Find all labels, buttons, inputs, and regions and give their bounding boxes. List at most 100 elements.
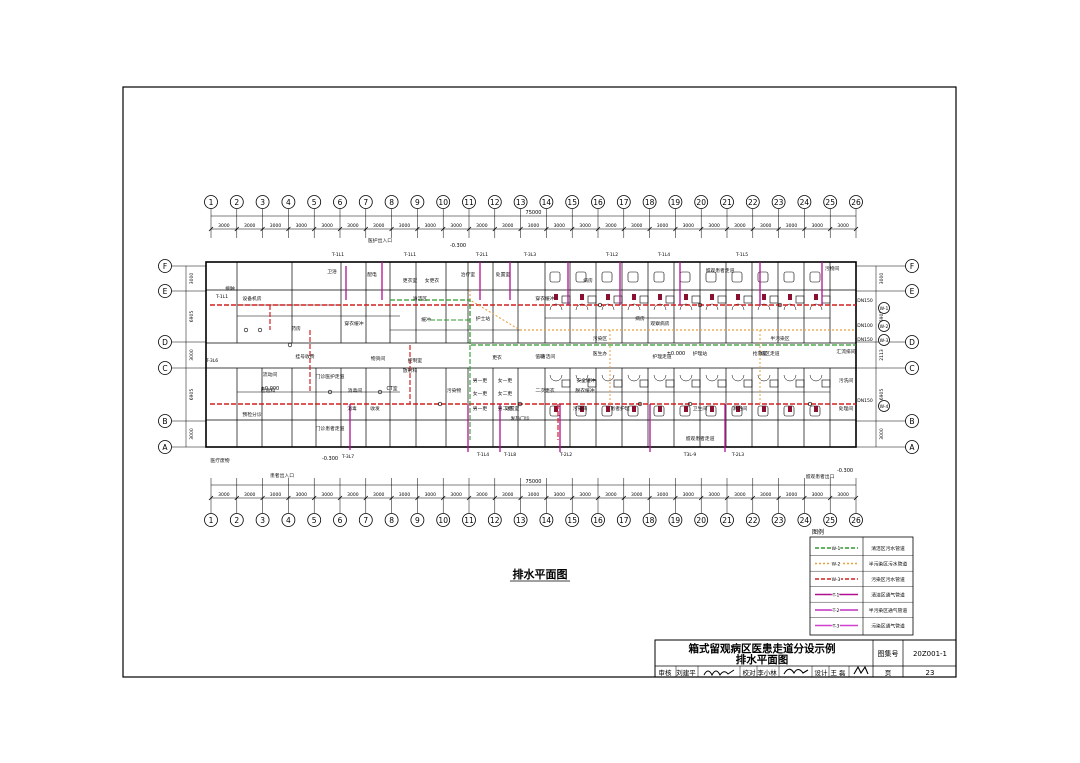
axis-bubble bbox=[158, 414, 172, 428]
bay-dim: 3000 bbox=[425, 223, 437, 229]
side-dim: 3000 bbox=[189, 428, 195, 440]
door-swing bbox=[601, 374, 615, 382]
axis-label: 16 bbox=[593, 198, 603, 207]
dim-tick bbox=[311, 226, 317, 232]
axis-bubble bbox=[229, 513, 244, 527]
side-dim: 6905 bbox=[879, 389, 885, 401]
axis-bubble bbox=[204, 195, 218, 209]
axis-bubble bbox=[307, 513, 322, 527]
drain-fixture bbox=[554, 406, 558, 412]
room-label: 清洁区 bbox=[413, 295, 428, 302]
door-swing bbox=[549, 303, 563, 311]
door-swing bbox=[627, 374, 641, 382]
total-dim-label: 75000 bbox=[526, 479, 542, 485]
axis-label: 18 bbox=[645, 198, 655, 207]
bay-dim: 3000 bbox=[373, 223, 385, 229]
pipe-tag: T-1L4 bbox=[657, 252, 670, 258]
bay-dim: 3000 bbox=[399, 492, 411, 498]
axis-bubble bbox=[462, 513, 476, 527]
room-label: 物资间 bbox=[371, 355, 386, 362]
pipe-tag: T-3L6 bbox=[205, 358, 218, 364]
toilet-fixture bbox=[731, 271, 743, 283]
axis-label: 13 bbox=[516, 198, 526, 207]
room-label: 脱衣缓冲 bbox=[575, 387, 594, 394]
dim-tick bbox=[389, 495, 394, 501]
axis-label: 8 bbox=[389, 516, 394, 525]
bay-dim: 3000 bbox=[579, 223, 591, 229]
axis-label: 11 bbox=[464, 516, 474, 525]
door-swing bbox=[679, 374, 693, 382]
bay-dim: 3000 bbox=[760, 492, 772, 498]
axis-label: 22 bbox=[748, 198, 758, 207]
door-swing bbox=[809, 303, 823, 311]
elevation-label: -0.300 bbox=[837, 468, 853, 474]
room-label: 女一更 bbox=[473, 390, 488, 397]
room-label: 消毒间 bbox=[348, 387, 363, 394]
axis-label: 7 bbox=[363, 516, 368, 525]
axis-bubble bbox=[158, 284, 172, 298]
dim-tick bbox=[311, 495, 317, 501]
bay-dim: 3000 bbox=[450, 223, 462, 229]
room-label: 汇流排间 bbox=[836, 348, 855, 355]
side-dim: 3000 bbox=[189, 273, 195, 285]
inspection-well-icon bbox=[878, 302, 890, 314]
side-dim: 3000 bbox=[879, 273, 885, 285]
bay-dim: 3000 bbox=[218, 492, 230, 498]
dim-tick bbox=[518, 495, 523, 501]
pipe-tag: T-2L2 bbox=[559, 452, 572, 458]
room-label: 消毒 bbox=[347, 405, 357, 412]
room-label: 接触 bbox=[225, 285, 235, 292]
axis-label: 11 bbox=[464, 198, 474, 207]
room-label: 抢救室 bbox=[753, 350, 768, 357]
floor-drain-icon bbox=[697, 302, 703, 308]
axis-bubble bbox=[229, 195, 244, 209]
axis-bubble bbox=[797, 195, 812, 209]
sink-fixture bbox=[769, 379, 779, 388]
room-label: 女一更 bbox=[498, 377, 513, 384]
pipe-tag: T-1L1 bbox=[215, 294, 228, 300]
bay-dim: 3000 bbox=[837, 223, 849, 229]
bay-dim: 3000 bbox=[399, 223, 411, 229]
pipe-tag: T-1L4 bbox=[476, 452, 489, 458]
side-dim: 3000 bbox=[879, 428, 885, 440]
room-label: 护理走道 bbox=[652, 353, 671, 360]
drain-fixture bbox=[814, 294, 818, 300]
legend-line-label: T-2 bbox=[832, 608, 840, 614]
dim-tick bbox=[802, 226, 807, 232]
sink-fixture bbox=[587, 379, 597, 388]
door-swing bbox=[731, 303, 745, 311]
axis-bubble bbox=[436, 513, 451, 527]
designer-signature bbox=[853, 665, 869, 675]
axis-label: 12 bbox=[490, 516, 500, 525]
axis-bubble bbox=[720, 195, 734, 209]
bay-dim: 3000 bbox=[786, 223, 798, 229]
room-label: 穿衣缓冲 bbox=[344, 320, 363, 327]
door-swing bbox=[783, 303, 797, 311]
pipe-tag: T-2L3 bbox=[731, 452, 744, 458]
room-label: 污洗间 bbox=[839, 377, 854, 384]
axis-label: 1 bbox=[209, 516, 214, 525]
bay-dim: 3000 bbox=[812, 223, 824, 229]
room-label: 观察病房 bbox=[650, 320, 669, 327]
axis-bubble bbox=[905, 335, 919, 349]
room-label: 药房 bbox=[291, 325, 301, 332]
axis-bubble bbox=[513, 195, 528, 209]
toilet-fixture bbox=[549, 271, 561, 283]
floor-drain-icon bbox=[637, 401, 643, 407]
axis-label: 2 bbox=[234, 198, 239, 207]
room-label: 男一更 bbox=[473, 378, 488, 384]
dim-tick bbox=[724, 495, 730, 501]
drain-fixture bbox=[632, 406, 636, 412]
bay-dim: 3000 bbox=[450, 492, 462, 498]
dim-tick bbox=[621, 495, 627, 501]
dim-tick bbox=[286, 226, 291, 232]
axis-label: 3 bbox=[260, 516, 265, 525]
room-label: 男二更 bbox=[498, 406, 513, 412]
legend-desc: 半污染区污水管道 bbox=[869, 561, 908, 568]
bay-dim: 3000 bbox=[605, 223, 617, 229]
drain-fixture bbox=[554, 294, 558, 300]
review-label: 审核 bbox=[659, 668, 673, 677]
design-label: 设计 bbox=[815, 668, 829, 677]
room-label: 处置室 bbox=[496, 271, 511, 278]
